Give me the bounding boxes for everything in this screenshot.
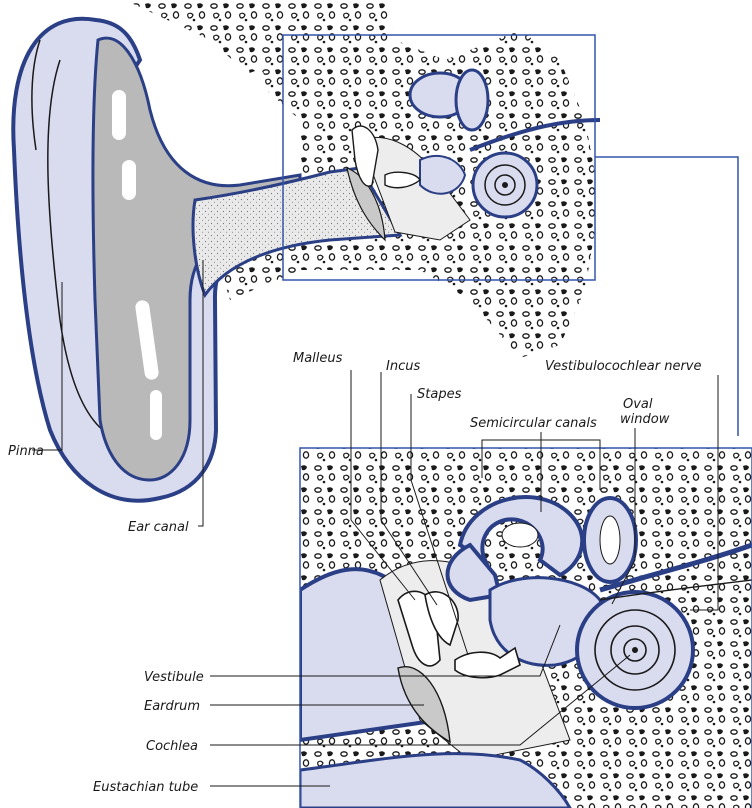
label-eardrum: Eardrum xyxy=(144,699,200,714)
label-vestibulocochlear-nerve: Vestibulocochlear nerve xyxy=(545,359,701,374)
label-vestibule: Vestibule xyxy=(144,670,204,685)
label-semicircular-canals: Semicircular canals xyxy=(470,416,597,431)
label-stapes: Stapes xyxy=(417,387,462,402)
cochlea-shape xyxy=(577,592,693,708)
label-pinna: Pinna xyxy=(8,444,44,459)
cochlea-top xyxy=(473,153,537,217)
inner-ear-illustration xyxy=(300,448,752,808)
label-cochlea: Cochlea xyxy=(146,739,198,754)
label-oval-window-line2: window xyxy=(620,412,670,427)
label-eustachian-tube: Eustachian tube xyxy=(93,780,198,795)
label-incus: Incus xyxy=(386,359,420,374)
label-ear-canal: Ear canal xyxy=(128,520,189,535)
label-malleus: Malleus xyxy=(293,351,343,366)
zoom-connector xyxy=(595,157,738,436)
label-oval-window-line1: Oval xyxy=(623,397,653,412)
